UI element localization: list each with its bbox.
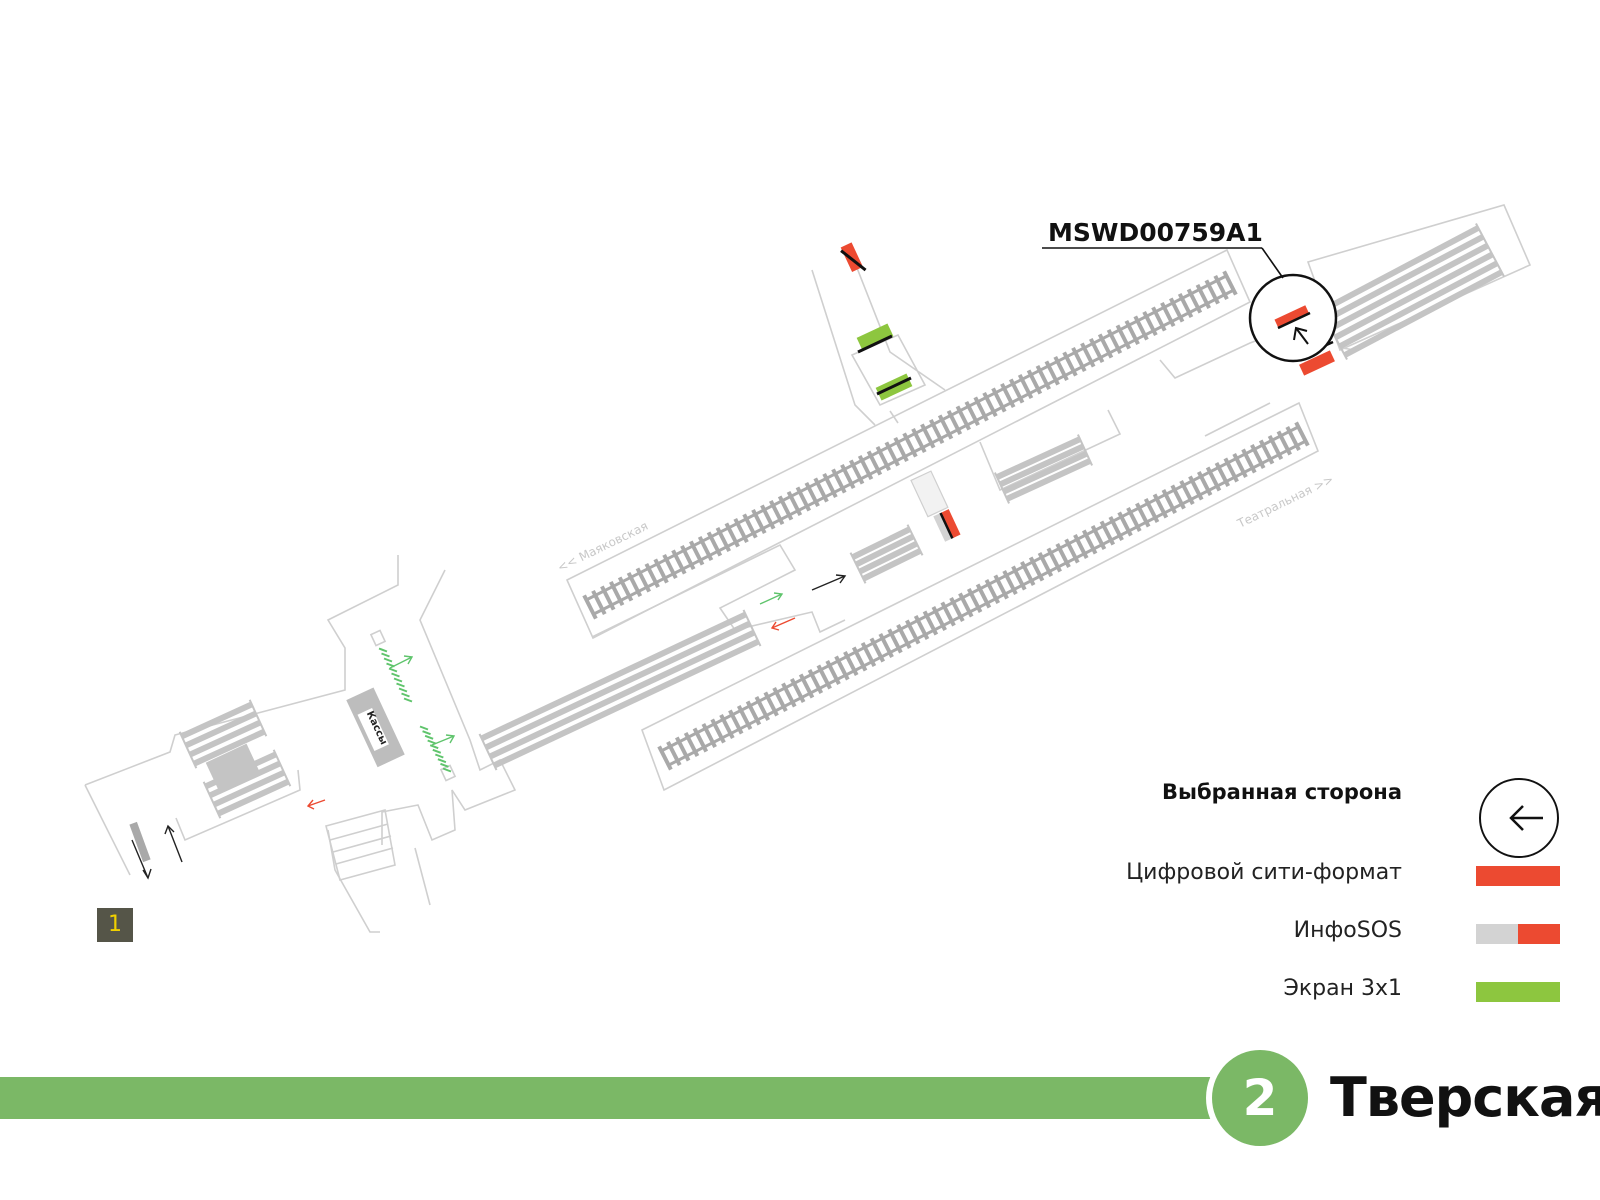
exit-1-passage bbox=[129, 821, 183, 880]
arrow-up-left-icon bbox=[1293, 326, 1309, 345]
escalator-west bbox=[178, 699, 292, 819]
escalator-long bbox=[478, 609, 762, 771]
escalator-mid bbox=[994, 434, 1093, 504]
selected-panel-marker bbox=[1248, 273, 1338, 363]
track-lower bbox=[641, 401, 1320, 792]
legend-screen-3x1: Экран 3x1 bbox=[1283, 976, 1403, 1001]
metro-line-bar bbox=[0, 1077, 1215, 1119]
track-upper bbox=[565, 248, 1252, 640]
screen-3x1-panel bbox=[875, 373, 913, 401]
infosos-central bbox=[910, 470, 961, 542]
track-left-label: << Маяковская bbox=[555, 519, 650, 575]
track-right-label: Театральная >> bbox=[1234, 472, 1336, 531]
direction-arrow-icon bbox=[306, 574, 847, 810]
turnstile-line-east bbox=[419, 725, 452, 773]
digital-city-panel bbox=[840, 242, 867, 272]
legend-infosos: ИнфоSOS bbox=[1293, 918, 1402, 943]
screen-3x1-panel bbox=[856, 323, 894, 354]
escalator-east bbox=[1318, 223, 1505, 360]
panel-code-label: MSWD00759A1 bbox=[1048, 218, 1263, 247]
turnstile-line-west bbox=[378, 647, 413, 703]
exit-number-badge: 1 bbox=[97, 908, 133, 942]
escalator-upper-mid bbox=[849, 524, 924, 584]
metro-line-number: 2 bbox=[1212, 1050, 1308, 1146]
central-hall bbox=[591, 204, 1532, 638]
arrow-left-icon bbox=[1509, 805, 1543, 831]
panel-callout: MSWD00759A1 bbox=[1042, 218, 1284, 279]
legend-selected-side-icon bbox=[1479, 778, 1559, 858]
legend-digital-city-format: Цифровой сити-формат bbox=[1126, 860, 1402, 885]
ticket-office: Кассы bbox=[346, 687, 405, 768]
stairs-south bbox=[325, 808, 396, 881]
legend-digital-city-swatch bbox=[1476, 866, 1560, 886]
legend-infosos-swatch bbox=[1476, 924, 1560, 944]
station-name: Тверская bbox=[1330, 1066, 1600, 1129]
legend-screen-3x1-swatch bbox=[1476, 982, 1560, 1002]
legend-selected-side: Выбранная сторона bbox=[1161, 780, 1402, 804]
